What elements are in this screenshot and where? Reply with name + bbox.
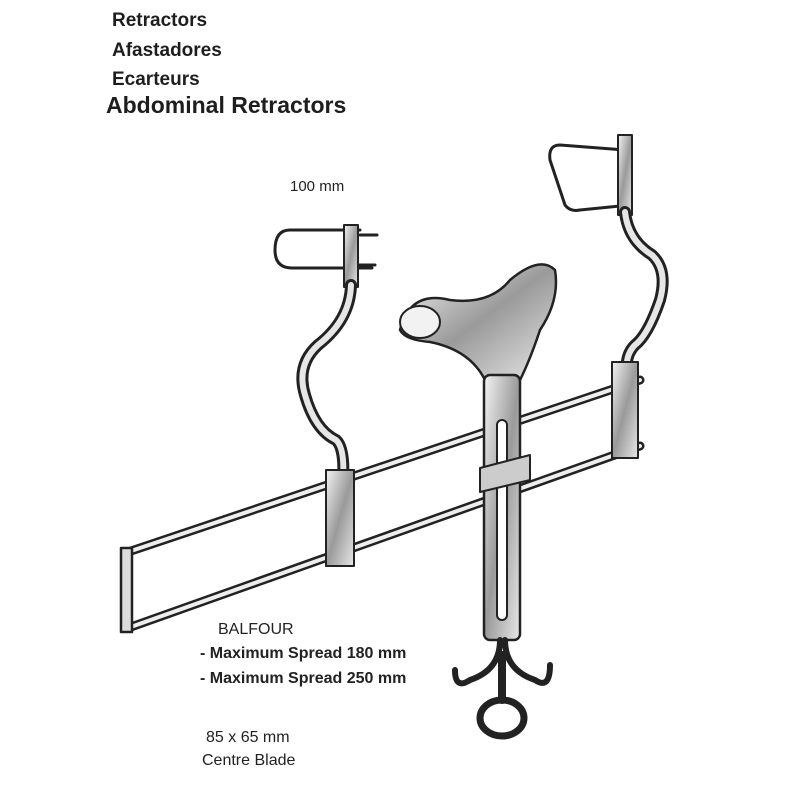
spec-max-spread-180: - Maximum Spread 180 mm xyxy=(200,645,407,662)
spec-max-spread-250: - Maximum Spread 250 mm xyxy=(200,670,407,687)
centre-blade-size: 85 x 65 mm xyxy=(206,729,290,746)
blade-size-label: 100 mm xyxy=(290,178,345,195)
frame-rods xyxy=(119,375,645,634)
heading-afastadores: Afastadores xyxy=(112,40,222,61)
model-name: BALFOUR xyxy=(218,621,294,638)
centre-blade xyxy=(398,263,558,740)
centre-blade-label: Centre Blade xyxy=(202,752,296,769)
heading-ecarteurs: Ecarteurs xyxy=(112,69,200,90)
heading-retractors: Retractors xyxy=(112,10,208,31)
left-side-blade xyxy=(273,224,379,567)
page-title: Abdominal Retractors xyxy=(106,92,347,118)
right-side-blade xyxy=(548,134,669,459)
